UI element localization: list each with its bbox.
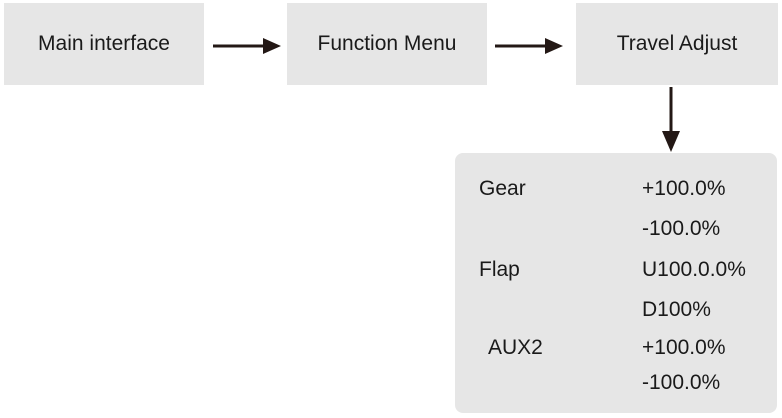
gear-up-value: +100.0% [642, 177, 726, 200]
flap-label: Flap [479, 258, 520, 281]
aux2-down-value: -100.0% [642, 371, 721, 394]
travel-adjust-panel [455, 153, 777, 413]
aux2-up-value: +100.0% [642, 336, 726, 359]
flap-up-value: U100.0.0% [642, 258, 746, 281]
function-menu-label: Function Menu [317, 32, 457, 55]
main-interface-box: Main interface [4, 3, 204, 85]
gear-label: Gear [479, 177, 526, 200]
main-interface-label: Main interface [38, 32, 170, 55]
aux2-label: AUX2 [488, 336, 543, 359]
arrow-right-2 [495, 38, 563, 54]
travel-adjust-label: Travel Adjust [616, 32, 738, 55]
flap-down-value: D100% [642, 298, 711, 321]
function-menu-box: Function Menu [287, 3, 487, 85]
arrow-down [662, 87, 680, 152]
travel-adjust-box: Travel Adjust [576, 3, 778, 85]
gear-down-value: -100.0% [642, 217, 721, 240]
arrow-right-1 [213, 38, 281, 54]
